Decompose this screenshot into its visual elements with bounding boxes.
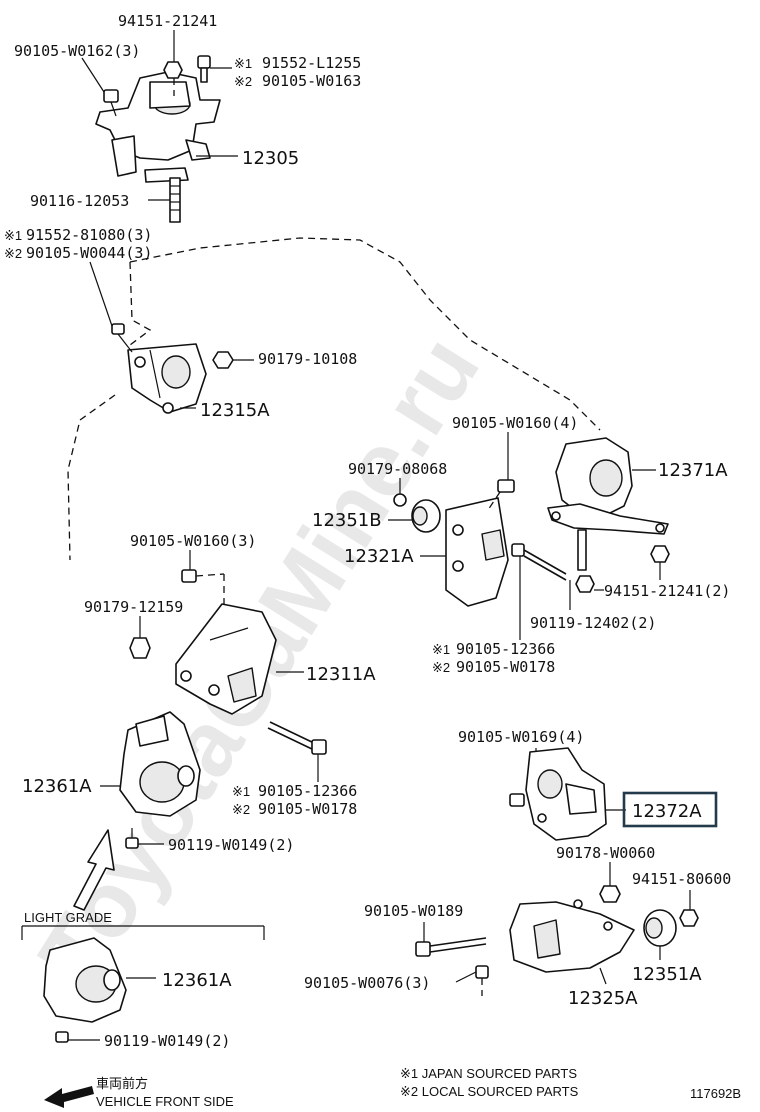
callout-12305[interactable]: 12305 bbox=[242, 148, 299, 169]
callout-12351A[interactable]: 12351A bbox=[632, 964, 702, 985]
stud-12371A[interactable] bbox=[577, 529, 587, 571]
bolt-90105-w0169[interactable] bbox=[509, 793, 525, 807]
callout-12361A-light[interactable]: 12361A bbox=[162, 970, 232, 991]
leader-lines bbox=[68, 30, 691, 1041]
engine-outline bbox=[129, 237, 601, 431]
part-12311A-bracket[interactable] bbox=[175, 603, 277, 715]
callout-12351B[interactable]: 12351B bbox=[312, 510, 382, 531]
bolt-90119-w0149-upper[interactable] bbox=[125, 828, 139, 849]
symbol-local: ※2 bbox=[232, 802, 250, 817]
legend-japan: ※1 JAPAN SOURCED PARTS bbox=[400, 1066, 577, 1081]
bolt-90105-w0189[interactable] bbox=[415, 937, 487, 957]
callout-90178-w0060[interactable]: 90178-W0060 bbox=[556, 844, 655, 862]
callout-90105-w0076[interactable]: 90105-W0076(3) bbox=[304, 974, 430, 992]
part-12361A-mount[interactable] bbox=[119, 711, 201, 817]
bolt-90119-12402[interactable] bbox=[511, 543, 567, 581]
callout-12325A[interactable]: 12325A bbox=[568, 988, 638, 1009]
symbol-local: ※2 bbox=[4, 246, 22, 261]
callout-90105-w0163[interactable]: 90105-W0163 bbox=[262, 72, 361, 90]
direction-en: VEHICLE FRONT SIDE bbox=[96, 1094, 234, 1109]
direction-jp: 車両前方 bbox=[96, 1076, 148, 1091]
highlight-box-12372A bbox=[622, 791, 718, 828]
legend-local: ※2 LOCAL SOURCED PARTS bbox=[400, 1084, 579, 1099]
nut-94151-top[interactable] bbox=[163, 61, 183, 79]
callout-90105-w0169[interactable]: 90105-W0169(4) bbox=[458, 728, 584, 746]
callout-90105-w0160-4[interactable]: 90105-W0160(4) bbox=[452, 414, 578, 432]
callout-12361A[interactable]: 12361A bbox=[22, 776, 92, 797]
nut-94151-right[interactable] bbox=[650, 545, 670, 563]
nut-90179-10108[interactable] bbox=[212, 351, 234, 369]
callout-90179-12159[interactable]: 90179-12159 bbox=[84, 598, 183, 616]
bolt-90105-w0076[interactable] bbox=[475, 965, 489, 996]
part-12325A-bracket[interactable] bbox=[509, 899, 635, 973]
stud-90116[interactable] bbox=[169, 177, 181, 223]
symbol-local: ※2 bbox=[234, 74, 252, 89]
nut-90179-12159[interactable] bbox=[129, 637, 151, 659]
vehicle-front-indicator: 車両前方 VEHICLE FRONT SIDE bbox=[44, 1076, 234, 1109]
legend: ※1 JAPAN SOURCED PARTS ※2 LOCAL SOURCED … bbox=[400, 1066, 579, 1099]
callout-90179-08068[interactable]: 90179-08068 bbox=[348, 460, 447, 478]
callout-12372A[interactable]: 12372A bbox=[632, 801, 702, 822]
callout-90105-w0178[interactable]: 90105-W0178 bbox=[456, 658, 555, 676]
part-12321A-bracket[interactable] bbox=[445, 497, 509, 607]
part-12351A-bushing[interactable] bbox=[643, 909, 677, 947]
bolt-91552-l1255[interactable] bbox=[197, 55, 211, 83]
callout-90119-12402[interactable]: 90119-12402(2) bbox=[530, 614, 656, 632]
callout-90119-w0149[interactable]: 90119-W0149(2) bbox=[168, 836, 294, 854]
callout-90105-12366-b[interactable]: 90105-12366 bbox=[258, 782, 357, 800]
bolt-90105-12366-lower[interactable] bbox=[267, 721, 327, 755]
callout-90105-12366[interactable]: 90105-12366 bbox=[456, 640, 555, 658]
callout-12315A[interactable]: 12315A bbox=[200, 400, 270, 421]
symbol-local: ※2 bbox=[432, 660, 450, 675]
callout-12371A[interactable]: 12371A bbox=[658, 460, 728, 481]
part-12315A-bracket[interactable] bbox=[127, 343, 207, 414]
part-12372A-mount[interactable] bbox=[525, 747, 607, 841]
light-grade-inset bbox=[21, 925, 265, 1043]
callout-90116-12053[interactable]: 90116-12053 bbox=[30, 192, 129, 210]
callout-90105-w0044[interactable]: 90105-W0044(3) bbox=[26, 244, 152, 262]
symbol-japan: ※1 bbox=[432, 642, 450, 657]
callout-90179-10108[interactable]: 90179-10108 bbox=[258, 350, 357, 368]
callout-94151-21241[interactable]: 94151-21241 bbox=[118, 12, 217, 30]
callout-90105-w0189[interactable]: 90105-W0189 bbox=[364, 902, 463, 920]
nut-90179-08068[interactable] bbox=[393, 493, 407, 507]
callout-94151-21241-2[interactable]: 94151-21241(2) bbox=[604, 582, 730, 600]
nut-94151-80600[interactable] bbox=[679, 909, 699, 927]
nut-90178-w0060[interactable] bbox=[599, 885, 621, 903]
callout-94151-80600[interactable]: 94151-80600 bbox=[632, 870, 731, 888]
symbol-japan: ※1 bbox=[234, 56, 252, 71]
front-arrow bbox=[73, 829, 115, 911]
part-12305-bracket[interactable] bbox=[95, 71, 221, 183]
nut-94151-21241-2[interactable] bbox=[575, 575, 595, 593]
figure-id: 117692B bbox=[690, 1086, 741, 1101]
bolt-90105-w0160-3[interactable] bbox=[181, 569, 225, 606]
part-12371A-mount[interactable] bbox=[547, 437, 669, 535]
part-12351B-bushing[interactable] bbox=[411, 499, 441, 533]
callout-labels: 94151-21241 90105-W0162(3) ※1 91552-L125… bbox=[4, 12, 731, 1050]
engine-outline-left bbox=[129, 261, 152, 346]
callout-90105-w0162[interactable]: 90105-W0162(3) bbox=[14, 42, 140, 60]
bolt-91552-81080[interactable] bbox=[111, 323, 133, 353]
callout-91552-l1255[interactable]: 91552-L1255 bbox=[262, 54, 361, 72]
callout-12321A[interactable]: 12321A bbox=[344, 546, 414, 567]
light-grade-label: LIGHT GRADE bbox=[24, 910, 112, 925]
callout-91552-81080[interactable]: 91552-81080(3) bbox=[26, 226, 152, 244]
callout-12311A[interactable]: 12311A bbox=[306, 664, 376, 685]
symbol-japan: ※1 bbox=[232, 784, 250, 799]
bolt-90105-w0162[interactable] bbox=[103, 89, 119, 117]
front-direction-arrow-icon bbox=[44, 1086, 94, 1108]
callout-90119-w0149-light[interactable]: 90119-W0149(2) bbox=[104, 1032, 230, 1050]
callout-90105-w0178-b[interactable]: 90105-W0178 bbox=[258, 800, 357, 818]
engine-outline-lower bbox=[67, 394, 116, 561]
bolt-90105-w0160-4[interactable] bbox=[487, 479, 515, 511]
callout-90105-w0160-3[interactable]: 90105-W0160(3) bbox=[130, 532, 256, 550]
symbol-japan: ※1 bbox=[4, 228, 22, 243]
